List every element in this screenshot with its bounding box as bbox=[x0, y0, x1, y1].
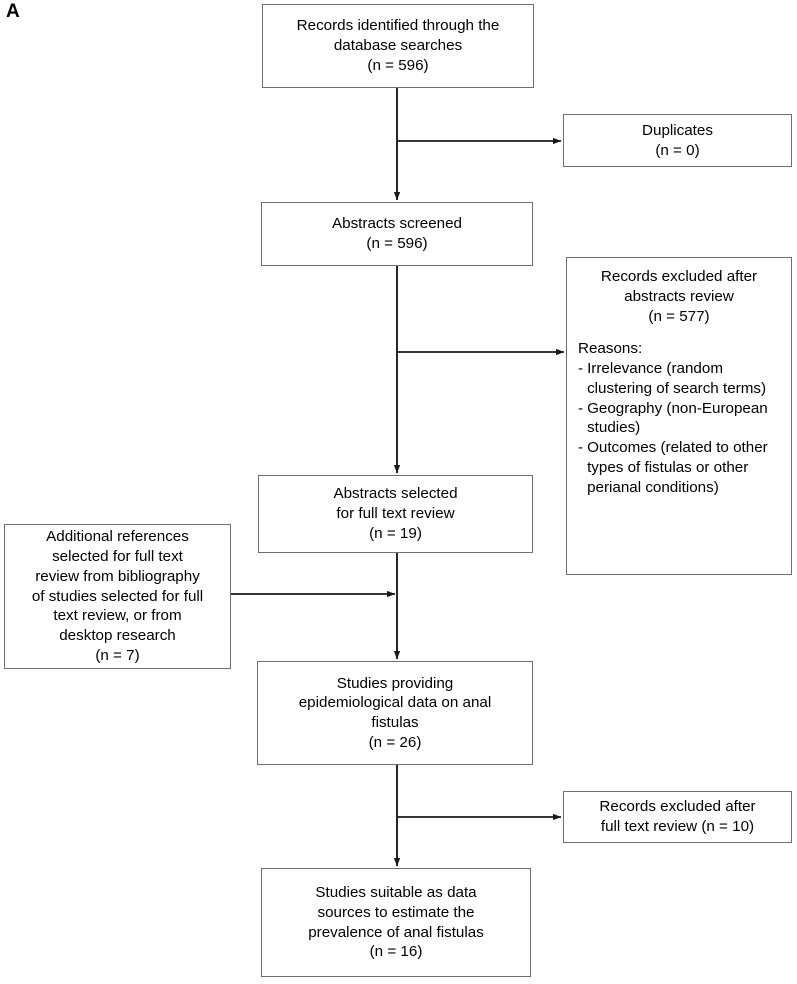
node-line: (n = 0) bbox=[655, 141, 700, 159]
node-line: (n = 19) bbox=[369, 524, 422, 542]
node-line: (n = 596) bbox=[367, 56, 429, 74]
node-records-identified: Records identified through the database … bbox=[262, 4, 534, 88]
panel-label-a: A bbox=[6, 1, 20, 22]
reason-text: Geography (non-European studies) bbox=[587, 399, 768, 437]
node-line: Duplicates bbox=[642, 121, 713, 139]
node-line: selected for full text bbox=[52, 548, 183, 566]
node-abstracts-screened: Abstracts screened (n = 596) bbox=[261, 202, 533, 266]
node-line: Abstracts selected bbox=[333, 485, 458, 503]
node-line: (n = 16) bbox=[369, 943, 423, 961]
node-line: epidemiological data on anal bbox=[298, 694, 492, 712]
reason-text: Irrelevance (random clustering of search… bbox=[587, 360, 766, 397]
node-line: (n = 577) bbox=[648, 307, 710, 325]
node-abstracts-selected-fulltext: Abstracts selected for full text review … bbox=[258, 475, 533, 553]
reason-item: - Irrelevance (random clustering of sear… bbox=[578, 359, 780, 399]
node-excluded-after-abstracts: Records excluded after abstracts review … bbox=[566, 257, 792, 575]
node-line: full text review (n = 10) bbox=[600, 818, 755, 835]
reason-dash: - bbox=[578, 360, 584, 377]
node-line: review from bibliography bbox=[35, 567, 200, 585]
reason-text: Outcomes (related to other types of fist… bbox=[587, 439, 768, 496]
node-line: desktop research bbox=[59, 627, 176, 645]
node-line: (n = 26) bbox=[368, 733, 422, 751]
node-additional-references: Additional references selected for full … bbox=[4, 524, 231, 669]
node-line: Additional references bbox=[46, 528, 189, 546]
node-line: for full text review bbox=[336, 505, 455, 523]
node-line: Abstracts screened bbox=[332, 215, 462, 233]
node-line: Records identified through the bbox=[296, 17, 500, 35]
exclusion-reasons-list: Reasons: - Irrelevance (random clusterin… bbox=[578, 339, 780, 497]
node-line: sources to estimate the bbox=[317, 903, 475, 921]
node-line: (n = 596) bbox=[366, 235, 428, 252]
node-line: of studies selected for full bbox=[31, 587, 204, 605]
reason-item: - Geography (non-European studies) bbox=[578, 399, 780, 439]
node-line: Records excluded after bbox=[599, 798, 756, 816]
node-line: abstracts review bbox=[624, 287, 734, 305]
node-line: Studies suitable as data bbox=[315, 884, 477, 901]
node-studies-providing-data: Studies providing epidemiological data o… bbox=[257, 661, 533, 765]
node-line: prevalence of anal fistulas bbox=[308, 923, 484, 941]
reason-dash: - bbox=[578, 439, 584, 456]
node-excluded-after-fulltext: Records excluded after full text review … bbox=[563, 791, 792, 843]
node-line: database searches bbox=[333, 37, 463, 55]
node-duplicates: Duplicates (n = 0) bbox=[563, 114, 792, 167]
node-line: (n = 7) bbox=[95, 646, 140, 664]
node-line: Records excluded after bbox=[600, 268, 758, 285]
node-head: Records excluded after abstracts review … bbox=[578, 267, 780, 326]
reasons-title: Reasons: bbox=[578, 340, 643, 358]
reason-dash: - bbox=[578, 399, 584, 417]
node-line: fistulas bbox=[371, 714, 419, 731]
node-line: Studies providing bbox=[336, 674, 454, 692]
node-line: text review, or from bbox=[53, 607, 182, 625]
node-studies-suitable: Studies suitable as data sources to esti… bbox=[261, 868, 531, 977]
reason-item: - Outcomes (related to other types of fi… bbox=[578, 438, 780, 497]
